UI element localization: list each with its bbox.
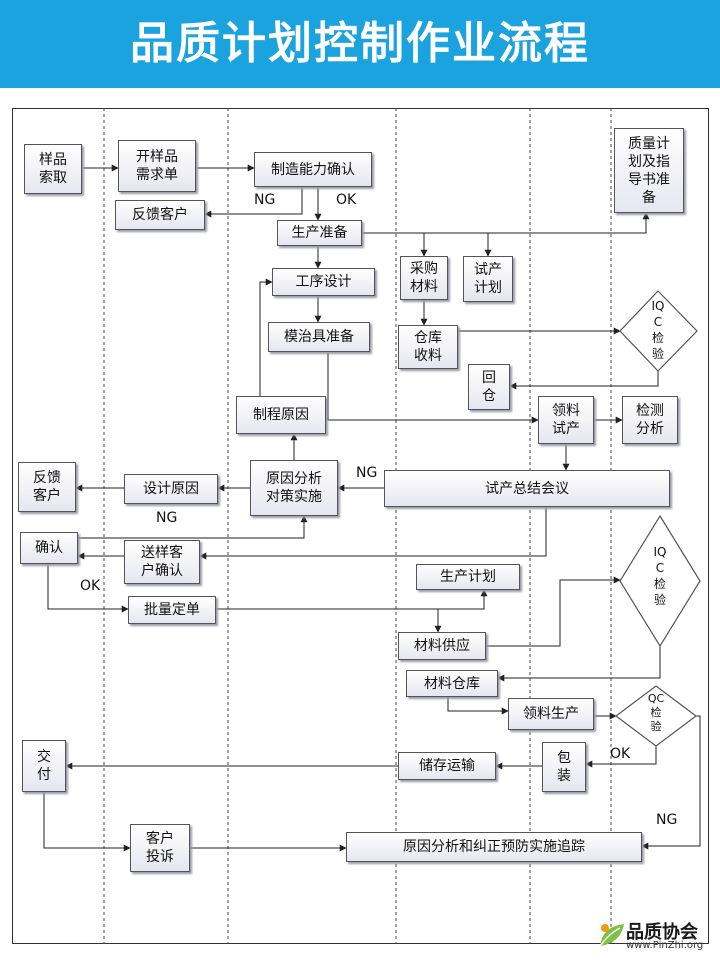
label-ng-qc: NG: [656, 812, 678, 828]
node-qc-check: QC 检 验: [647, 692, 665, 733]
swimlane-dividers: [103, 108, 612, 944]
node-delivery: 交 付: [22, 740, 66, 792]
watermark-name: 品质协会: [626, 922, 698, 943]
label-ok-confirm: OK: [80, 578, 101, 594]
node-cause-analysis: 原因分析 对策实施: [250, 460, 338, 516]
label-ok-qc: OK: [610, 746, 631, 762]
node-customer-complaint: 客户 投诉: [130, 824, 190, 872]
node-fixture-prep: 模治具准备: [268, 322, 370, 352]
node-material-supply: 材料供应: [398, 632, 486, 660]
watermark-url: www.PinZhi.org: [626, 940, 704, 951]
label-ng-capability: NG: [254, 192, 276, 208]
node-trial-plan: 试产 计划: [463, 256, 513, 302]
label-ng-trial-summary: NG: [356, 465, 378, 481]
node-packaging: 包 装: [542, 742, 586, 792]
leaf-logo-icon: [599, 924, 624, 947]
node-sample-retrieval: 样品 索取: [24, 144, 82, 194]
node-production-plan: 生产计划: [416, 564, 520, 590]
flowchart-frame: [12, 108, 709, 944]
node-storage-transport: 储存运输: [398, 752, 496, 780]
node-capability-confirm: 制造能力确认: [254, 152, 372, 187]
label-ng-confirm: NG: [156, 510, 178, 526]
node-material-trial: 领料 试产: [538, 396, 594, 444]
node-process-design: 工序设计: [272, 268, 375, 296]
node-material-warehouse: 材料仓库: [406, 670, 498, 697]
node-sample-confirm: 送样客 户确认: [124, 540, 200, 584]
label-ok-capability: OK: [336, 192, 357, 208]
node-warehouse-receive: 仓库 收料: [398, 325, 458, 369]
node-trial-summary: 试产总结会议: [384, 470, 670, 507]
node-test-analysis: 检测 分析: [622, 396, 678, 444]
watermark-logo: 品质协会 www.PinZhi.org: [596, 916, 716, 956]
node-design-cause: 设计原因: [124, 474, 218, 504]
node-sample-request: 开样品 需求单: [118, 140, 196, 192]
node-feedback-customer-1: 反馈客户: [115, 200, 205, 230]
node-production-prep: 生产准备: [277, 220, 362, 246]
node-quality-plan: 质量计 划及指 导书准 备: [614, 128, 684, 213]
node-iqc-1: IQ C 检 验: [651, 299, 665, 361]
node-cause-tracking: 原因分析和纠正预防实施追踪: [346, 832, 642, 862]
node-procurement: 采购 材料: [400, 256, 448, 300]
node-confirm: 确认: [20, 532, 78, 564]
header-banner: [0, 0, 720, 88]
iqc-1-diamond: [619, 290, 698, 372]
qc-diamond: [615, 685, 697, 747]
node-process-cause: 制程原因: [236, 396, 326, 434]
iqc-2-diamond: [619, 514, 701, 648]
node-material-production: 领料生产: [508, 698, 594, 730]
node-iqc-2: IQ C 检 验: [653, 545, 667, 607]
node-batch-order: 批量定单: [128, 596, 216, 624]
node-feedback-customer-2: 反馈 客户: [18, 462, 76, 512]
node-return-warehouse: 回 仓: [468, 364, 510, 410]
page-title: 品质计划控制作业流程: [130, 18, 590, 69]
